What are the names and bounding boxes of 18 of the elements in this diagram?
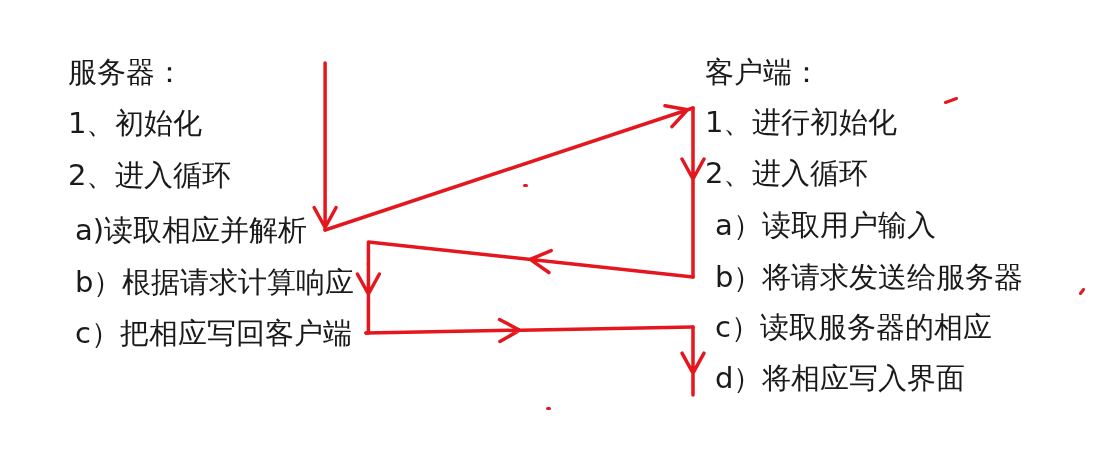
flow-arrow [680,325,706,397]
step-text: 1、初始化 [68,105,203,141]
step-text: 2、进入循环 [705,155,869,191]
step-text: b）根据请求计算响应 [71,264,369,300]
step-text: b）将请求发送给服务器 [693,259,1028,295]
step-text: 2、进入循环 [68,157,232,193]
section-heading: 服务器： [68,54,184,90]
step-text: c）把相应写回客户端 [71,315,366,351]
step-text: c）读取服务器的相应 [693,309,996,345]
step-text: 1、进行初始化 [693,104,902,140]
step-text: d）将相应写入界面 [693,360,970,396]
flow-arrow [366,240,695,279]
flow-arrow [364,317,695,344]
section-heading: 客户端： [705,54,821,90]
flow-arrow [312,61,338,232]
flow-arrow [680,106,706,279]
step-text: a)读取相应并解析 [71,212,326,248]
step-text: a）读取用户输入 [715,207,936,243]
